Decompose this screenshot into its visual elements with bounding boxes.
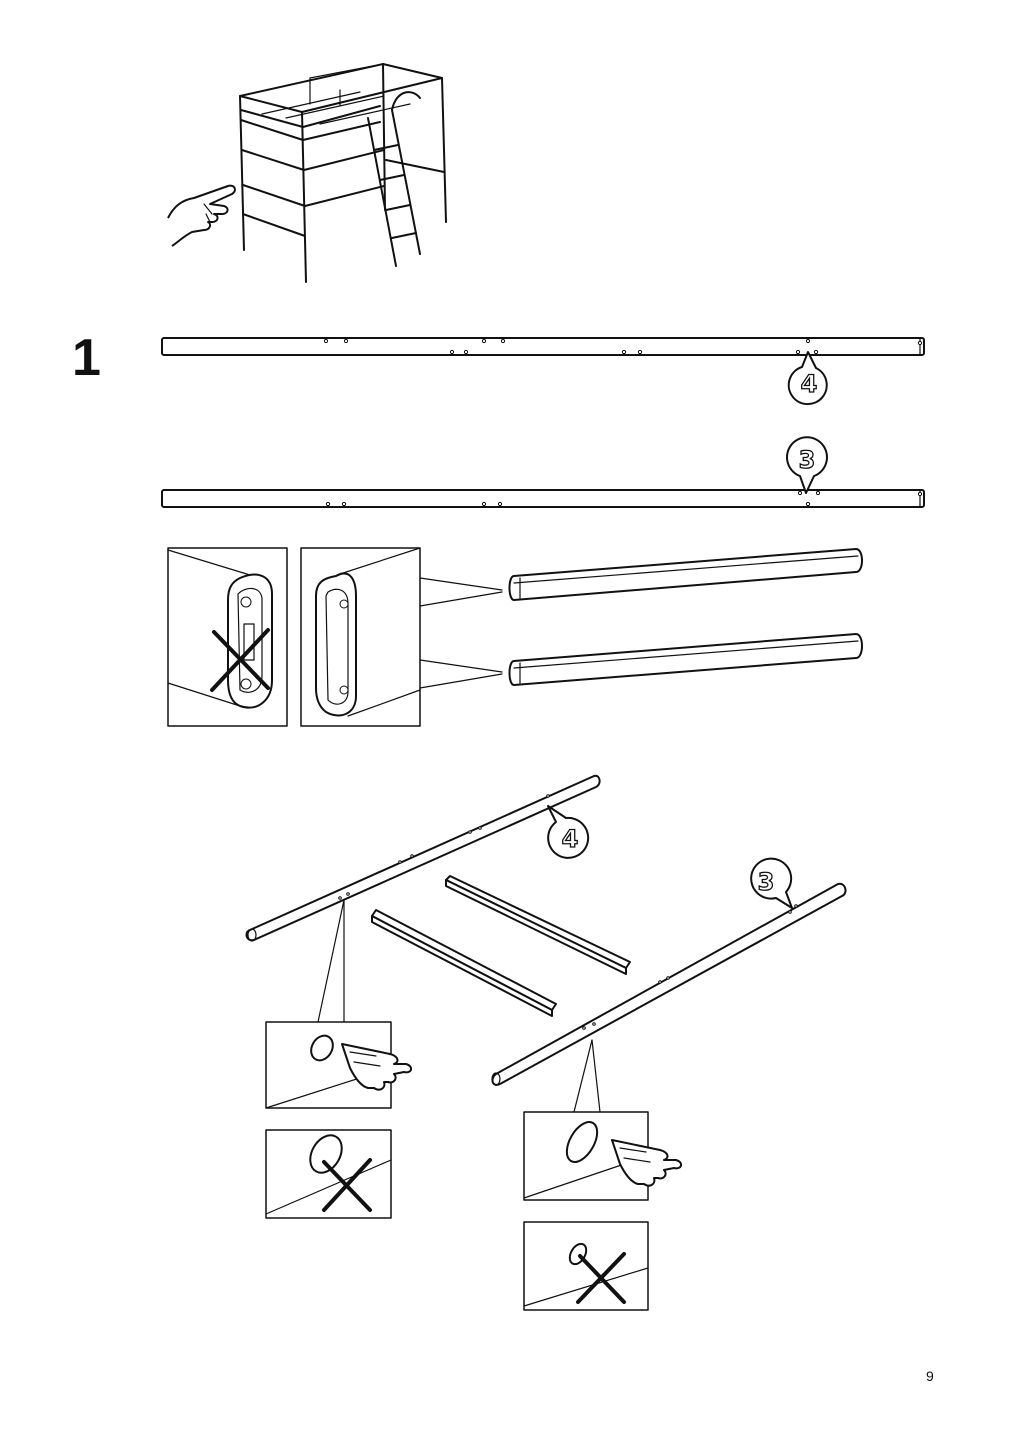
callout-label: 3 (799, 446, 816, 474)
page-number: 9 (926, 1368, 934, 1384)
rail-part-4-iso (245, 774, 601, 942)
rail-part-4 (161, 337, 925, 356)
step-number: 1 (72, 329, 101, 387)
callout-part-3-top: 3 (786, 436, 828, 494)
slat-iso-1 (445, 875, 631, 975)
detail-correct-hole-right (523, 1111, 682, 1201)
callout-part-3-iso: 3 (750, 857, 793, 909)
rail-part-3-iso (491, 882, 847, 1086)
callout-label: 4 (801, 370, 818, 398)
detail-wrong-slat-end (167, 547, 288, 727)
detail-wrong-hole-left (265, 1129, 392, 1219)
rail-part-3 (161, 489, 925, 508)
slat-lower (508, 633, 863, 686)
slat-upper (508, 548, 863, 601)
detail-correct-hole-left (265, 1021, 412, 1109)
pointing-hand-icon (611, 1139, 682, 1187)
callout-part-4-top: 4 (787, 351, 828, 406)
loft-bed-overview (239, 63, 447, 283)
detail-wrong-hole-right (523, 1221, 649, 1311)
callout-label: 3 (758, 868, 775, 896)
callout-part-4-iso: 4 (547, 805, 590, 859)
detail-correct-slat-end (300, 547, 503, 727)
pointing-hand-icon (167, 184, 236, 247)
slat-iso-2 (371, 909, 557, 1017)
callout-label: 4 (562, 825, 579, 853)
pointing-hand-icon (341, 1043, 412, 1091)
